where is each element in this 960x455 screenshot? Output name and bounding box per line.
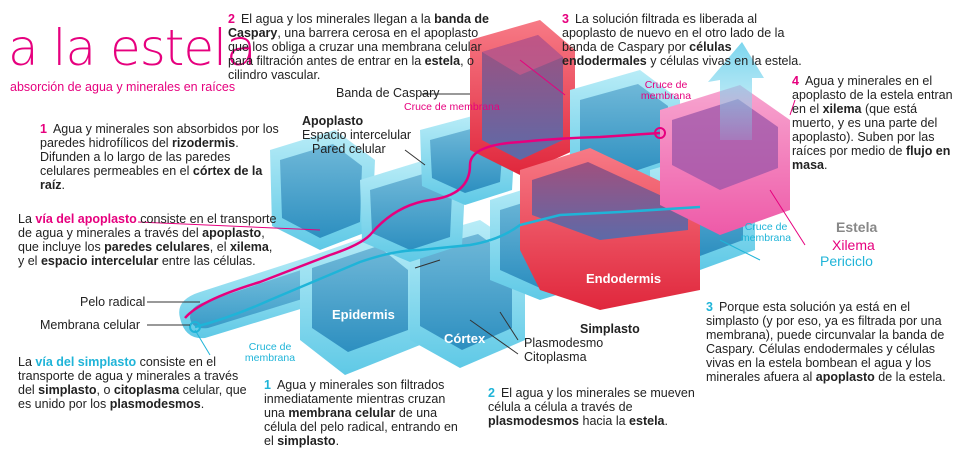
label-endodermis: Endodermis [586, 271, 662, 286]
cyan-leader-lines [194, 239, 761, 356]
title-prefix: a [8, 19, 39, 77]
title-main: la estela [52, 19, 257, 77]
endodermis-cell [520, 148, 700, 310]
label-cruce-membrana-symplast-right: Cruce de membrana [740, 221, 792, 244]
symplast-pathway-definition: La vía del simplasto consiste en el tran… [18, 355, 247, 411]
label-banda-caspary: Banda de Caspary [336, 86, 440, 100]
label-xilema: Xilema [832, 237, 875, 253]
label-cruce-membrana-symplast-left: Cruce de membrana [244, 341, 296, 364]
label-simplasto: Simplasto [580, 322, 640, 336]
label-cruce-membrana-apoplast-left: Cruce de membrana [404, 101, 500, 113]
page-subtitle: absorción de agua y minerales en raíces [10, 80, 236, 94]
leader-lines [147, 93, 519, 355]
symplast-path-line [194, 205, 701, 329]
root-hair-cell [179, 250, 330, 339]
apoplast-pathway-definition: La vía del apoplasto consiste en el tran… [18, 212, 277, 268]
label-citoplasma: Citoplasma [524, 350, 587, 364]
membrane-crossing-symplast-marker [189, 321, 201, 333]
bulk-flow-arrow [708, 42, 764, 140]
membrane-crossing-apoplast-marker [654, 127, 666, 139]
magenta-leader-lines [137, 40, 806, 246]
apoplast-path-line [184, 131, 661, 319]
label-epidermis: Epidermis [332, 307, 395, 322]
label-periciclo: Periciclo [820, 253, 873, 269]
label-cortex: Córtex [444, 331, 486, 346]
label-membrana-celular: Membrana celular [40, 318, 141, 332]
xylem-vessel [660, 85, 790, 235]
label-cruce-membrana-apoplast-right: Cruce de membrana [640, 79, 692, 102]
label-pelo-radical: Pelo radical [80, 295, 146, 309]
endodermis-top-cell [470, 20, 575, 175]
label-apoplasto: Apoplasto Espacio intercelular Pared cel… [302, 114, 412, 156]
label-plasmodesmo: Plasmodesmo [524, 336, 604, 350]
label-estela: Estela [836, 219, 878, 235]
page-title: a la estela [8, 19, 257, 77]
